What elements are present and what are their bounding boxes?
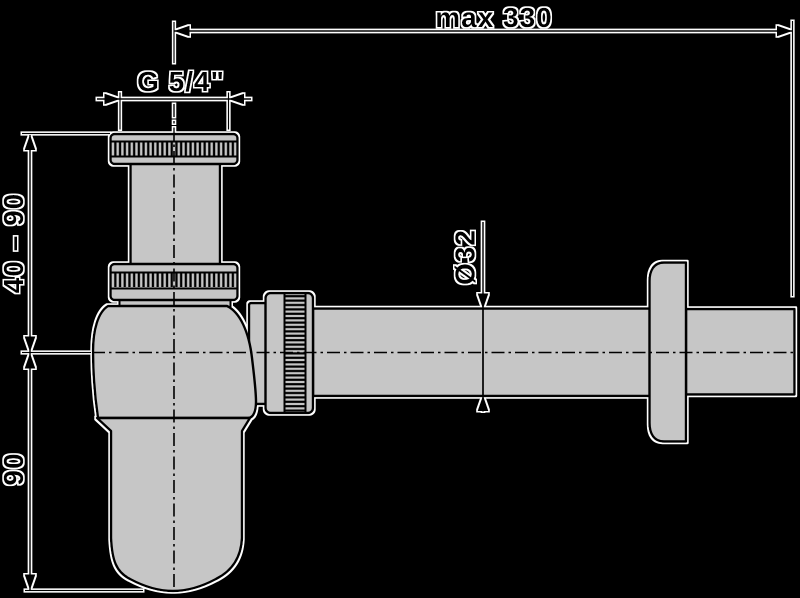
inlet-nut [109,132,239,166]
arrow-right-icon [104,93,120,105]
thread-label: G 5/4" [137,66,225,97]
outlet-pipe [311,307,653,398]
outlet-nut-knurl [285,294,305,412]
dimension-max-width: max 330 [173,2,794,296]
arrow-up-icon [24,353,36,369]
arrow-down-icon [477,293,489,309]
height-adjust-label: 40 – 90 [0,193,29,293]
arrow-right-icon [777,25,793,37]
trap-body [91,304,258,420]
arrow-left-icon [174,25,190,37]
dimension-thread: G 5/4" [97,66,251,130]
dimension-pipe-diameter: Ø32 [450,222,489,412]
arrow-left-icon [228,93,244,105]
arrow-up-icon [24,134,36,150]
pipe-diameter-label: Ø32 [450,229,481,285]
arrow-down-icon [24,336,36,352]
dimension-trap-depth: 90 [0,353,143,592]
arrow-up-icon [477,395,489,411]
dimension-height-adjust: 40 – 90 [0,132,110,590]
inlet-tube [129,156,222,272]
inlet-nut-knurl [113,142,235,156]
arrow-down-icon [24,574,36,590]
max-width-label: max 330 [435,2,553,33]
trap-depth-label: 90 [0,452,29,485]
